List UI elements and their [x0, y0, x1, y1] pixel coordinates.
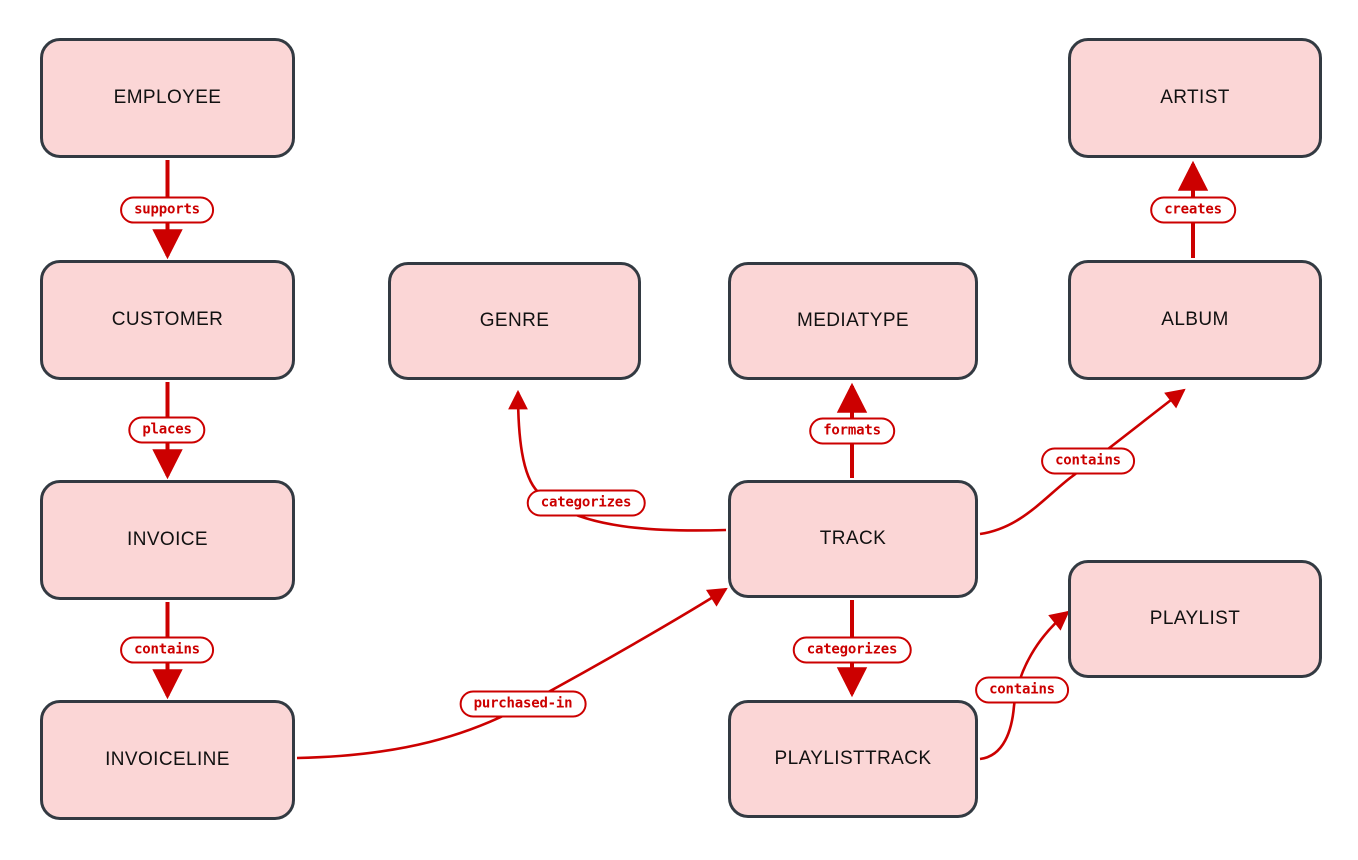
relationship-label-playlisttrack-contains: contains	[989, 681, 1055, 698]
relationship-pill-invoice-contains[interactable]: contains	[120, 636, 214, 664]
edge-playlisttrack-contains-playlist	[979, 610, 1070, 761]
entity-label-mediatype: MEDIATYPE	[797, 310, 909, 331]
relationship-label-invoice-contains: contains	[134, 641, 200, 658]
entity-label-invoice: INVOICE	[127, 529, 208, 550]
relationship-label-categorizes-playlisttrack: categorizes	[806, 641, 898, 658]
entity-genre[interactable]: GENRE	[388, 262, 641, 380]
relationship-label-categorizes-genre: categorizes	[540, 494, 632, 511]
entity-label-employee: EMPLOYEE	[113, 87, 222, 108]
edge-invoiceline-purchasedin-track	[296, 587, 728, 760]
entity-label-invoiceline: INVOICELINE	[105, 749, 230, 770]
entity-invoice[interactable]: INVOICE	[40, 480, 295, 600]
relationship-pill-playlisttrack-contains[interactable]: contains	[975, 676, 1069, 704]
entity-label-genre: GENRE	[479, 310, 550, 331]
relationship-pill-track-contains-album[interactable]: contains	[1041, 447, 1135, 475]
relationship-pill-categorizes-genre[interactable]: categorizes	[526, 489, 646, 517]
entity-mediatype[interactable]: MEDIATYPE	[728, 262, 978, 380]
relationship-label-purchased-in: purchased-in	[473, 695, 573, 712]
relationship-pill-categorizes-playlisttrack[interactable]: categorizes	[792, 636, 912, 664]
entity-track[interactable]: TRACK	[728, 480, 978, 598]
entity-label-customer: CUSTOMER	[111, 309, 224, 330]
entity-label-album: ALBUM	[1161, 309, 1229, 330]
relationship-pill-creates[interactable]: creates	[1150, 196, 1236, 224]
relationship-pill-places[interactable]: places	[128, 416, 206, 444]
entity-label-playlisttrack: PLAYLISTTRACK	[774, 748, 932, 769]
entity-playlist[interactable]: PLAYLIST	[1068, 560, 1322, 678]
relationship-label-supports: supports	[134, 201, 200, 218]
entity-artist[interactable]: ARTIST	[1068, 38, 1322, 158]
relationship-label-formats: formats	[823, 422, 881, 439]
entity-label-artist: ARTIST	[1160, 87, 1230, 108]
relationship-label-track-contains-album: contains	[1055, 452, 1121, 469]
entity-employee[interactable]: EMPLOYEE	[40, 38, 295, 158]
relationship-pill-purchased-in[interactable]: purchased-in	[459, 690, 587, 718]
relationship-pill-supports[interactable]: supports	[120, 196, 214, 224]
entity-label-playlist: PLAYLIST	[1149, 608, 1241, 629]
relationship-label-creates: creates	[1164, 201, 1222, 218]
entity-album[interactable]: ALBUM	[1068, 260, 1322, 380]
relationship-label-places: places	[142, 421, 192, 438]
entity-playlisttrack[interactable]: PLAYLISTTRACK	[728, 700, 978, 818]
entity-label-track: TRACK	[819, 528, 887, 549]
relationship-pill-formats[interactable]: formats	[809, 417, 895, 445]
entity-customer[interactable]: CUSTOMER	[40, 260, 295, 380]
entity-invoiceline[interactable]: INVOICELINE	[40, 700, 295, 820]
edge-track-contains-album	[979, 388, 1186, 536]
